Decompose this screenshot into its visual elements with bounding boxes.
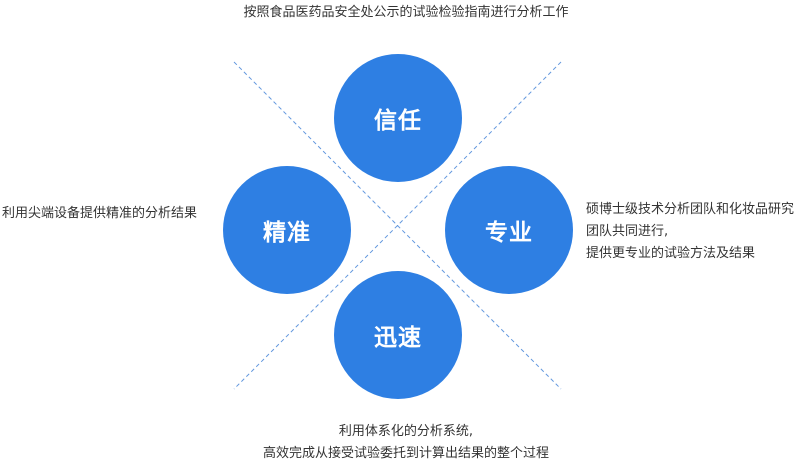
circle-precision-label: 精准 bbox=[263, 220, 311, 246]
circle-precision: 精准 bbox=[223, 166, 351, 294]
circle-speed-label: 迅速 bbox=[374, 325, 422, 351]
circle-trust-label: 信任 bbox=[374, 108, 422, 134]
diagonal-line-ascending bbox=[233, 61, 562, 390]
left-description: 利用尖端设备提供精准的分析结果 bbox=[2, 206, 198, 221]
circle-professional-label: 专业 bbox=[485, 220, 533, 246]
circle-trust: 信任 bbox=[334, 54, 462, 182]
top-description: 按照食品医药品安全处公示的试验检验指南进行分析工作 bbox=[243, 5, 569, 20]
circle-speed: 迅速 bbox=[334, 271, 462, 399]
circle-professional: 专业 bbox=[445, 166, 573, 294]
right-description: 硕博士级技术分析团队和化妆品研究 团队共同进行, 提供更专业的试验方法及结果 bbox=[586, 202, 795, 261]
bottom-description: 利用体系化的分析系统, 高效完成从接受试验委托到计算出结果的整个过程 bbox=[262, 424, 549, 461]
